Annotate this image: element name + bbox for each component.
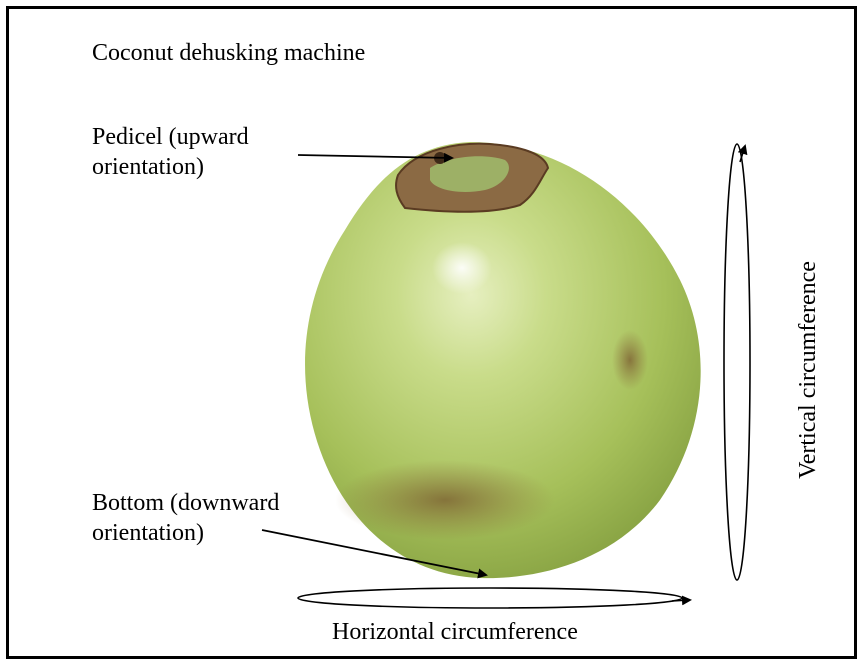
horizontal-circumference-label: Horizontal circumference (332, 617, 578, 647)
coconut-bruise (335, 460, 555, 540)
bottom-label-line1: Bottom (downward (92, 488, 279, 518)
coconut-highlight (432, 242, 492, 294)
vertical-circumference-label: Vertical circumference (793, 261, 823, 479)
pedicel-label-line1: Pedicel (upward (92, 122, 249, 152)
horizontal-circumference-arrow-icon (672, 600, 690, 601)
pedicel-label: Pedicel (upward orientation) (92, 122, 249, 182)
coconut-bruise-right (612, 330, 648, 390)
vertical-circumference-loop (724, 144, 750, 580)
bottom-label: Bottom (downward orientation) (92, 488, 279, 548)
horizontal-circumference-loop (298, 588, 682, 608)
pedicel-label-line2: orientation) (92, 152, 249, 182)
figure-title: Coconut dehusking machine (92, 38, 365, 68)
bottom-label-line2: orientation) (92, 518, 279, 548)
